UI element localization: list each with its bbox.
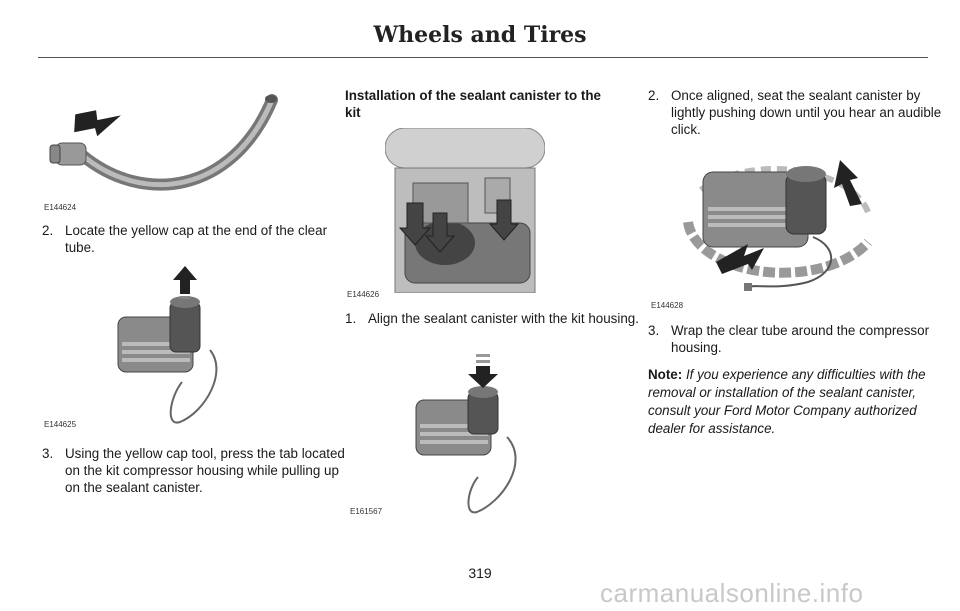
- note-label: Note:: [648, 367, 683, 382]
- step-text: Locate the yellow cap at the end of the …: [65, 223, 328, 255]
- step-3-wrap-tube: 3. Wrap the clear tube around the compres…: [648, 322, 953, 356]
- figure-id: E144625: [44, 420, 77, 429]
- canister-installation-closeup-illustration: [385, 128, 545, 293]
- figure-id: E144626: [347, 290, 380, 299]
- step-number: 3.: [42, 446, 54, 461]
- header-rule: [38, 57, 928, 58]
- compressor-cap-removal-illustration: [110, 262, 230, 427]
- step-2-seat-canister: 2. Once aligned, seat the sealant caniste…: [648, 87, 953, 138]
- figure-id: E144624: [44, 203, 77, 212]
- tube-illustration: [42, 85, 302, 200]
- step-number: 3.: [648, 323, 660, 338]
- page-title: Wheels and Tires: [373, 22, 587, 48]
- step-text: Wrap the clear tube around the compresso…: [671, 323, 930, 355]
- compressor-rotation-illustration: [668, 152, 888, 297]
- step-text: Using the yellow cap tool, press the tab…: [65, 446, 345, 495]
- page-number: 319: [468, 565, 492, 581]
- step-text: Align the sealant canister with the kit …: [368, 311, 639, 326]
- note-text: If you experience any difficulties with …: [648, 367, 926, 436]
- compressor-canister-aligned-illustration: [412, 352, 532, 517]
- step-text: Once aligned, seat the sealant canister …: [671, 88, 942, 137]
- figure-id: E161567: [350, 507, 383, 516]
- section-heading: Installation of the sealant canister to …: [345, 88, 601, 120]
- step-number: 2.: [648, 88, 660, 103]
- step-number: 1.: [345, 311, 357, 326]
- watermark: carmanualsonline.info: [600, 578, 864, 608]
- note: Note: If you experience any difficulties…: [648, 366, 930, 438]
- step-3-press-tab: 3. Using the yellow cap tool, press the t…: [42, 445, 345, 496]
- step-1-align-canister: 1. Align the sealant canister with the ki…: [345, 310, 643, 327]
- figure-id: E144628: [651, 301, 684, 310]
- step-2-locate-cap: 2. Locate the yellow cap at the end of th…: [42, 222, 343, 256]
- step-number: 2.: [42, 223, 54, 238]
